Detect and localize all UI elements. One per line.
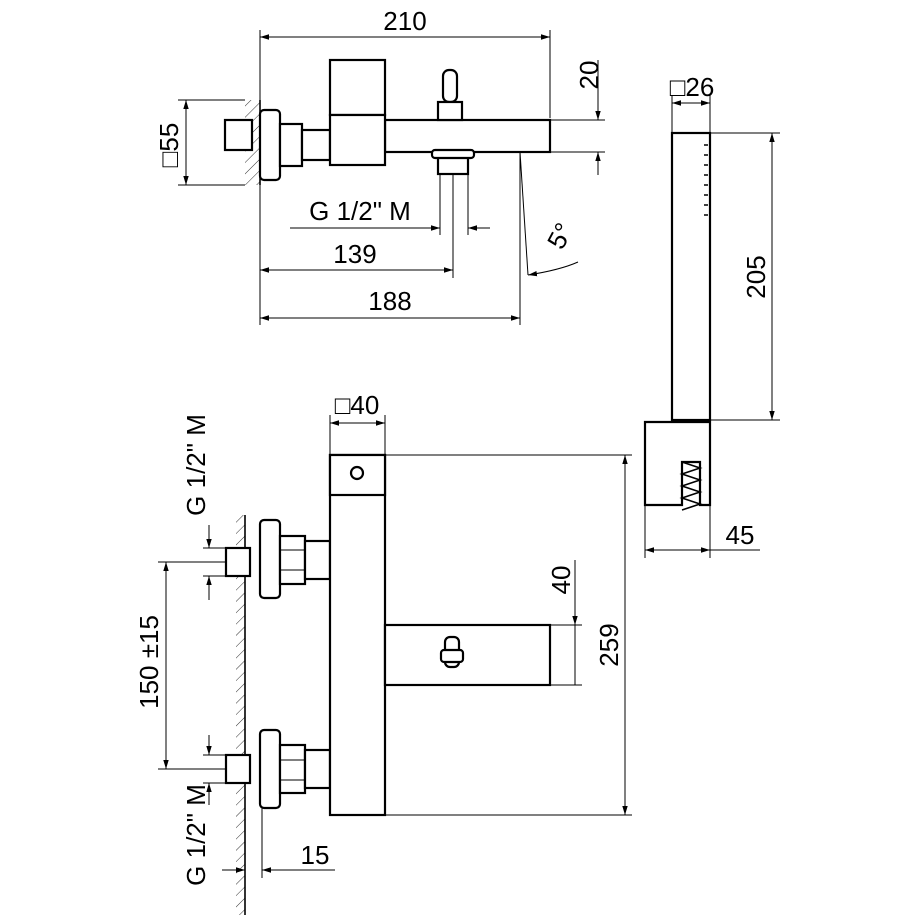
- dim-inlet-spacing: 150 ±15: [134, 615, 164, 709]
- dim-shower-26: □26: [670, 72, 715, 102]
- wall-hatch-front: [236, 515, 245, 915]
- dim-flange-55: □55: [154, 123, 184, 168]
- dim-259: 259: [594, 623, 624, 666]
- mixer-body: [328, 453, 387, 817]
- shower-holder: [643, 420, 712, 507]
- dim-45: 45: [726, 520, 755, 550]
- lower-flange: [258, 728, 282, 810]
- dim-outlet-thread: G 1/2" M: [309, 196, 411, 226]
- front-spout: [383, 623, 552, 687]
- dim-139: 139: [333, 239, 376, 269]
- spout: [383, 118, 552, 154]
- dim-210: 210: [383, 6, 426, 36]
- hose: [679, 461, 703, 511]
- dim-inlet-thread-bottom: G 1/2" M: [181, 784, 211, 886]
- pipe: [300, 128, 332, 162]
- dim-188: 188: [368, 286, 411, 316]
- hand-shower-view: □26 205 45: [643, 72, 780, 558]
- cartridge: [328, 58, 387, 117]
- connector: [223, 118, 254, 152]
- dim-body-40: □40: [335, 390, 380, 420]
- body: [328, 113, 387, 167]
- dim-inlet-thread-top: G 1/2" M: [181, 414, 211, 516]
- hand-shower: [670, 131, 712, 422]
- upper-nut: [278, 534, 307, 586]
- dim-205: 205: [741, 255, 771, 298]
- top-view: 210 20 □55 G 1/2" M 139 5° 188: [154, 6, 605, 325]
- dim-20: 20: [574, 61, 604, 90]
- diverter-knob: [441, 68, 459, 104]
- upper-flange: [258, 518, 282, 600]
- dim-wall-15: 15: [301, 840, 330, 870]
- wall-flange: [258, 108, 282, 182]
- front-view: □40 40 259 G 1/2" M 150 ±15 G 1/2" M: [134, 390, 632, 915]
- nut: [278, 122, 304, 168]
- dim-spout-40: 40: [546, 566, 576, 595]
- dim-angle-5: 5°: [541, 218, 579, 254]
- lower-nut: [278, 743, 307, 795]
